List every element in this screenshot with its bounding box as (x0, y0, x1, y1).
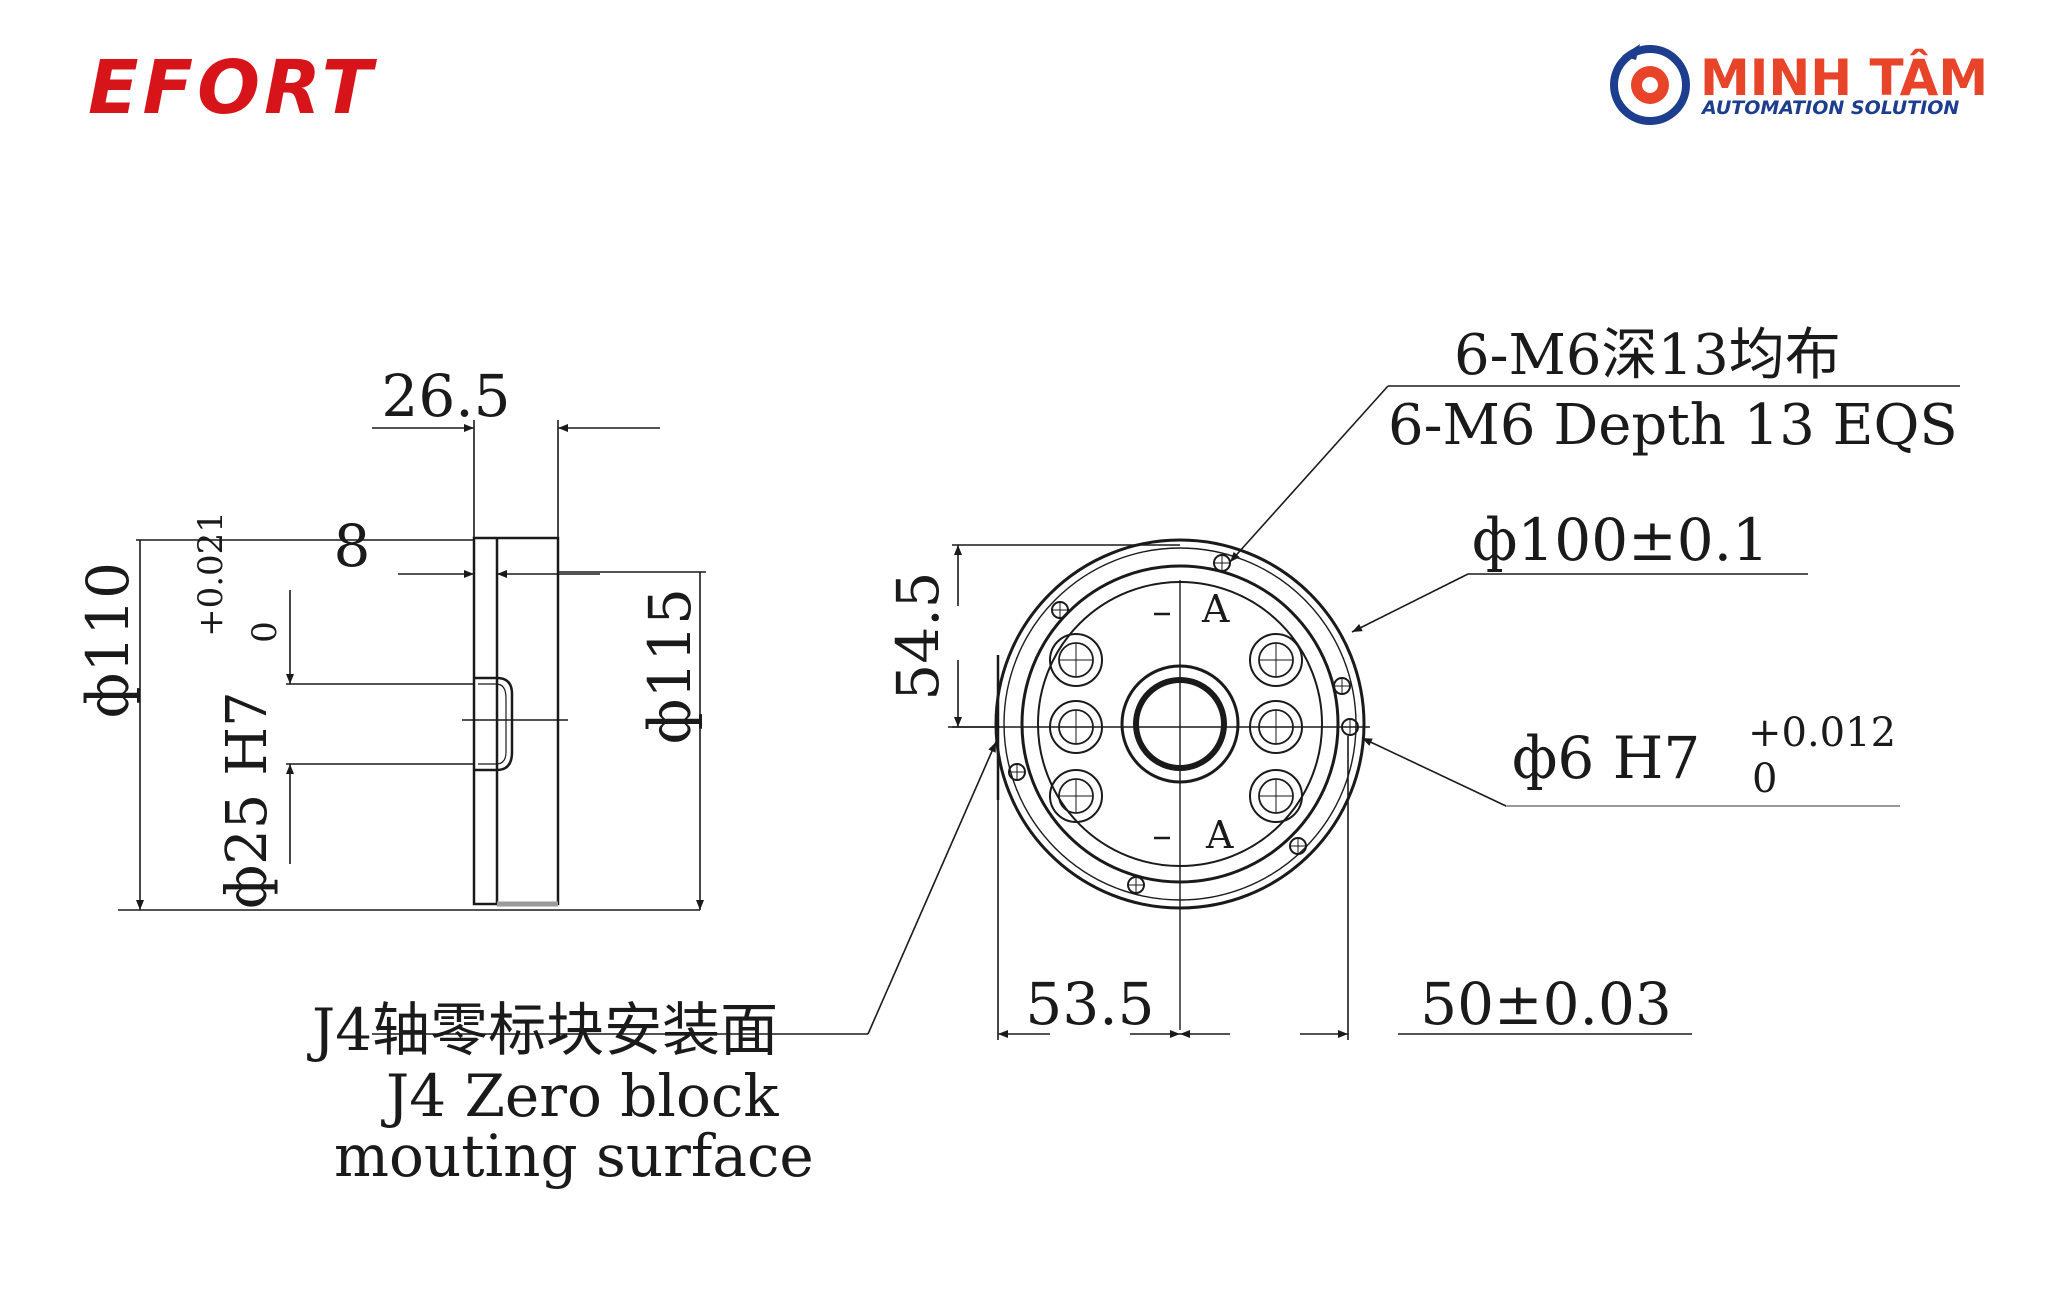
callout-bolt-circle: ф100±0.1 (1472, 506, 1769, 574)
dim-right-diameter: ф115 (636, 588, 704, 744)
callout-pin-hole-tol-upper: +0.012 (1748, 710, 1896, 756)
dim-bore: ф25 H7 (215, 691, 280, 908)
m6-thread-holes (1008, 554, 1351, 894)
section-label-a-top: A (1201, 587, 1230, 631)
dim-thickness: 8 (334, 512, 371, 580)
callout-pin-hole: ф6 H7 (1512, 724, 1700, 792)
dim-top-offset: 54.5 (884, 571, 952, 700)
minh-tam-logo: MINH TÂM AUTOMATION SOLUTION (1610, 44, 1988, 125)
dim-bore-tol-upper: +0.021 (191, 511, 231, 637)
callout-zero-block-en-1: J4 Zero block (381, 1062, 779, 1130)
svg-text:EFORT: EFORT (88, 45, 378, 131)
pin-hole (1341, 718, 1359, 736)
side-view: 26.5 8 ф110 ф25 H7 +0.021 0 ф115 (74, 362, 706, 911)
counterbore-holes (1049, 633, 1303, 823)
dim-left-diameter: ф110 (74, 562, 142, 718)
dim-left-offset: 53.5 (1025, 970, 1154, 1038)
front-view: A A 54.5 53.5 50±0.03 (884, 538, 1692, 1040)
callout-thread-holes-en: 6-M6 Depth 13 EQS (1388, 393, 1958, 458)
dim-width-total: 26.5 (381, 362, 510, 430)
svg-text:AUTOMATION SOLUTION: AUTOMATION SOLUTION (1700, 97, 1959, 119)
callouts: 6-M6深13均布 6-M6 Depth 13 EQS ф100±0.1 ф6 … (307, 323, 1960, 1190)
callout-zero-block-en-2: mouting surface (334, 1122, 814, 1190)
callout-thread-holes-cn: 6-M6深13均布 (1454, 323, 1841, 388)
efort-logo: EFORT (88, 45, 378, 131)
dim-bore-tol-lower: 0 (245, 621, 285, 643)
svg-text:MINH TÂM: MINH TÂM (1700, 48, 1988, 107)
callout-zero-block-cn: J4轴零标块安装面 (307, 996, 778, 1064)
dim-right-offset: 50±0.03 (1420, 970, 1672, 1038)
callout-pin-hole-tol-lower: 0 (1752, 756, 1777, 802)
section-label-a-bottom: A (1205, 813, 1234, 857)
gear-icon (1610, 44, 1690, 125)
